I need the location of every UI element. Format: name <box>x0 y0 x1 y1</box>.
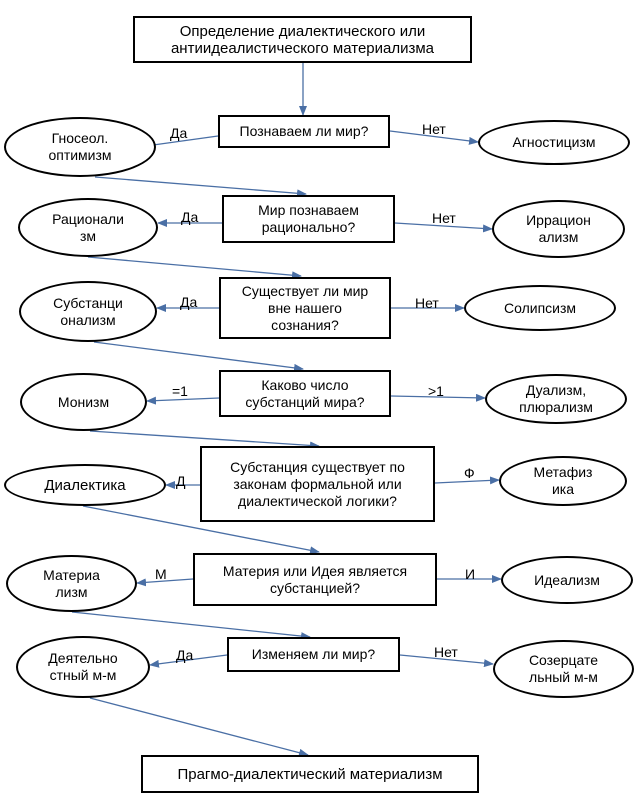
question-box-1: Познаваем ли мир? <box>218 115 390 148</box>
ellipse-idealism: Идеализм <box>501 556 633 604</box>
edge-label-q4-eq1: =1 <box>172 383 188 399</box>
question-box-2: Мир познаваем рационально? <box>222 195 395 243</box>
edge-label-q3-yes: Да <box>180 294 198 310</box>
edge-label-q3-no: Нет <box>415 295 439 311</box>
arrow-e6-to-q7 <box>71 611 311 641</box>
arrow-e5-to-q6 <box>82 505 320 555</box>
title-box: Определение диалектического или антиидеа… <box>133 16 472 63</box>
question-box-4: Каково число субстанций мира? <box>219 370 391 417</box>
question-box-5: Субстанция существует по законам формаль… <box>200 446 435 522</box>
arrow-q4-gt1 <box>390 393 486 402</box>
arrow-e2-to-q3 <box>87 256 302 280</box>
ellipse-gnoseological-optimism: Гносеол. оптимизм <box>4 117 156 177</box>
edge-label-q2-yes: Да <box>181 209 199 225</box>
ellipse-materialism: Материа лизм <box>6 555 137 612</box>
arrow-q4-eq1 <box>146 396 220 405</box>
ellipse-solipsism: Солипсизм <box>464 285 616 331</box>
arrow-q1-no <box>389 130 479 145</box>
edge-label-q1-no: Нет <box>422 121 446 137</box>
edge-label-q6-m: М <box>155 566 167 582</box>
edge-label-q2-no: Нет <box>432 210 456 226</box>
arrow-q1-yes <box>145 135 219 149</box>
arrow-q5-f <box>434 476 500 485</box>
ellipse-rationalism: Рационали зм <box>18 198 158 257</box>
ellipse-irrationalism: Иррацион ализм <box>492 200 625 258</box>
edge-label-q7-yes: Да <box>176 647 194 663</box>
ellipse-metaphysics: Метафиз ика <box>499 456 627 506</box>
question-box-6: Материя или Идея является субстанцией? <box>193 553 437 606</box>
arrow-e4-to-q5 <box>89 430 320 450</box>
ellipse-agnosticism: Агностицизм <box>478 120 630 165</box>
ellipse-dualism-pluralism: Дуализм, плюрализм <box>485 374 627 424</box>
edge-label-q4-gt1: >1 <box>428 383 444 399</box>
ellipse-dialectics: Диалектика <box>4 464 166 506</box>
edge-label-q5-f: Ф <box>464 465 475 481</box>
ellipse-contemplative-materialism: Созерцате льный м-м <box>493 640 634 698</box>
edge-label-q1-yes: Да <box>170 125 188 141</box>
footer-box: Прагмо-диалектический материализм <box>141 755 479 793</box>
arrow-q2-no <box>394 222 493 233</box>
arrow-e3-to-q4 <box>93 341 304 372</box>
question-box-3: Существует ли мир вне нашего сознания? <box>219 277 391 339</box>
arrow-e1-to-q2 <box>94 176 307 198</box>
arrow-e7-to-footer <box>89 697 309 757</box>
ellipse-activity-materialism: Деятельно стный м-м <box>16 636 150 698</box>
arrow-q6-m <box>136 578 194 587</box>
ellipse-substantialism: Субстанци онализм <box>19 281 157 342</box>
edge-label-q7-no: Нет <box>434 644 458 660</box>
edge-label-q5-d: Д <box>176 473 186 489</box>
edge-label-q6-i: И <box>465 566 476 582</box>
ellipse-monism: Монизм <box>20 373 147 431</box>
arrow-q7-yes <box>149 654 228 668</box>
question-box-7: Изменяем ли мир? <box>227 637 400 672</box>
arrow-q7-no <box>399 654 494 668</box>
